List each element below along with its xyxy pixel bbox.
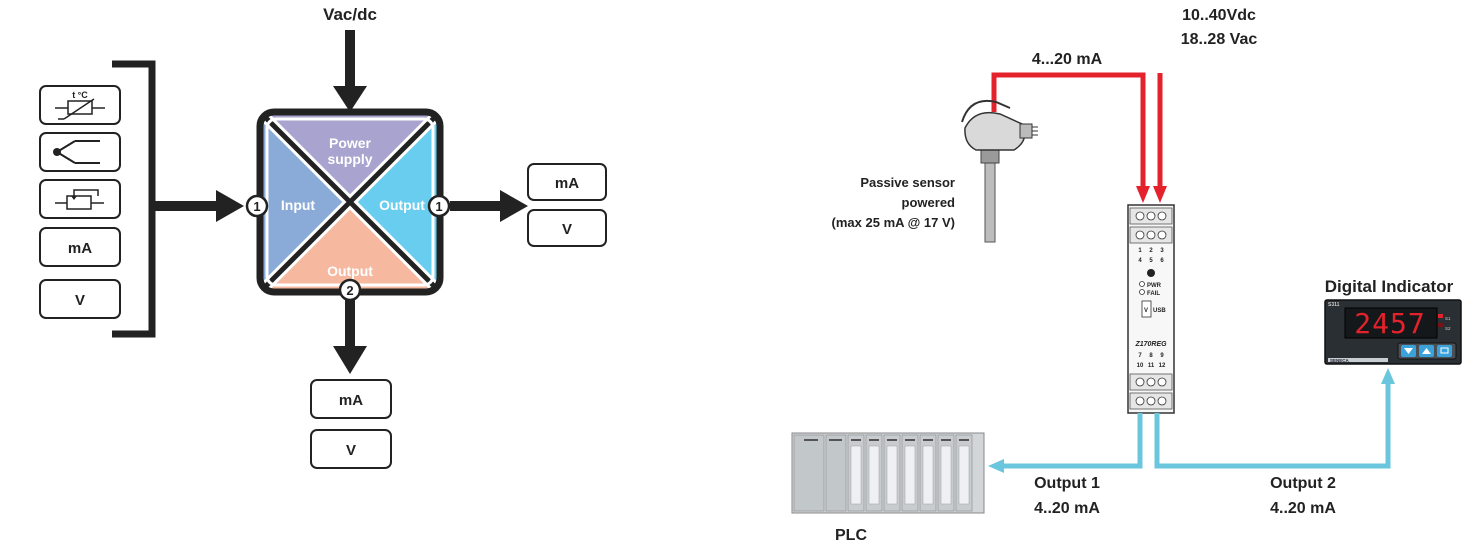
term-5: 5	[1149, 258, 1153, 264]
output2-label-line2: 4..20 mA	[1270, 500, 1336, 517]
input-arrow	[152, 190, 244, 222]
power-label-line2: supply	[327, 151, 372, 167]
right-wiring-diagram: 10..40Vdc 18..28 Vac 4...20 mA Passive s…	[791, 7, 1462, 544]
sensor-caption-line1: Passive sensor	[860, 175, 955, 190]
term-4: 4	[1138, 258, 1142, 264]
v-input-label: V	[75, 292, 85, 309]
output1-quadrant-label: Output	[379, 197, 425, 213]
sensor-input-list: t °C	[39, 85, 121, 319]
indicator-model: S311	[1328, 302, 1340, 308]
output1-ma-label: mA	[555, 175, 579, 192]
output2-ma-label: mA	[339, 392, 363, 409]
switch-mark: V	[1144, 308, 1148, 314]
usb-label: USB	[1153, 308, 1166, 314]
sensor-caption-line2: powered	[902, 195, 956, 210]
output1-port-number: 1	[435, 199, 442, 214]
rtd-sensor-icon: t °C	[55, 90, 105, 120]
temperature-sensor-icon	[961, 100, 1038, 243]
output1-port-badge	[427, 194, 451, 218]
device-model-label: Z170REG	[1134, 341, 1167, 348]
term-1: 1	[1138, 248, 1142, 254]
input-bracket	[112, 60, 156, 338]
left-block-diagram: Vac/dc t °C	[39, 5, 607, 469]
output1-label-line2: 4..20 mA	[1034, 500, 1100, 517]
output2-v-box	[310, 429, 392, 469]
term-8: 8	[1149, 353, 1153, 359]
output1-label-line1: Output 1	[1034, 475, 1100, 492]
supply-line-2: 18..28 Vac	[1181, 31, 1258, 48]
output2-quadrant-label: Output	[327, 263, 373, 279]
indicator-reading: 2457	[1354, 307, 1425, 340]
supply-label: Vac/dc	[323, 5, 377, 24]
term-12: 12	[1159, 363, 1166, 369]
plc-label: PLC	[835, 527, 867, 544]
quadrant-power	[260, 112, 440, 202]
v-input-box	[39, 279, 121, 319]
input-port-number: 1	[253, 199, 260, 214]
output2-arrow	[333, 300, 367, 374]
output2-ma-box	[310, 379, 392, 419]
thermocouple-box	[39, 132, 121, 172]
indicator-brand: SENECA	[1330, 358, 1350, 363]
supply-line-1: 10..40Vdc	[1182, 7, 1256, 24]
digital-indicator: S311 2457 S1 S2 SENECA	[1324, 299, 1462, 365]
rtd-label: t °C	[72, 90, 88, 100]
indicator-enter-button	[1437, 345, 1452, 357]
potentiometer-icon	[55, 189, 104, 210]
term-10: 10	[1137, 363, 1144, 369]
term-11: 11	[1148, 363, 1155, 369]
quadrant-output1	[350, 112, 440, 292]
plc-rack-icon	[791, 432, 985, 514]
output2-label-line1: Output 2	[1270, 475, 1336, 492]
thermocouple-icon	[53, 140, 100, 164]
led-pwr-label: PWR	[1147, 283, 1162, 289]
converter-module: 1 2 3 4 5 6 PWR FAIL V USB Z170REG 7 8 9…	[1127, 204, 1175, 414]
term-7: 7	[1138, 353, 1142, 359]
output1-v-label: V	[562, 221, 572, 238]
led-fail-label: FAIL	[1147, 291, 1160, 297]
converter-block: Power supply Input Output Output 1 1 2	[245, 108, 451, 302]
term-6: 6	[1160, 258, 1164, 264]
current-loop-wires	[991, 72, 1167, 203]
loop-current-label: 4...20 mA	[1032, 51, 1103, 68]
output2-v-label: V	[346, 442, 356, 459]
term-3: 3	[1160, 248, 1164, 254]
input-port-badge	[245, 194, 269, 218]
ma-input-label: mA	[68, 240, 92, 257]
term-2: 2	[1149, 248, 1153, 254]
output2-port-number: 2	[346, 283, 353, 298]
output1-v-box	[527, 209, 607, 247]
output1-ma-box	[527, 163, 607, 201]
output-wires	[988, 368, 1395, 473]
indicator-title: Digital Indicator	[1325, 277, 1454, 296]
quadrant-input	[260, 112, 350, 292]
sensor-caption-line3: (max 25 mA @ 17 V)	[832, 215, 955, 230]
ma-input-box	[39, 227, 121, 267]
term-9: 9	[1160, 353, 1164, 359]
indicator-mark-s1: S1	[1445, 316, 1451, 321]
power-label-line1: Power	[329, 135, 372, 151]
supply-arrow	[333, 30, 367, 112]
quadrant-output2	[260, 202, 440, 292]
output1-arrow	[450, 190, 528, 222]
input-quadrant-label: Input	[281, 197, 316, 213]
indicator-mark-s2: S2	[1445, 326, 1451, 331]
